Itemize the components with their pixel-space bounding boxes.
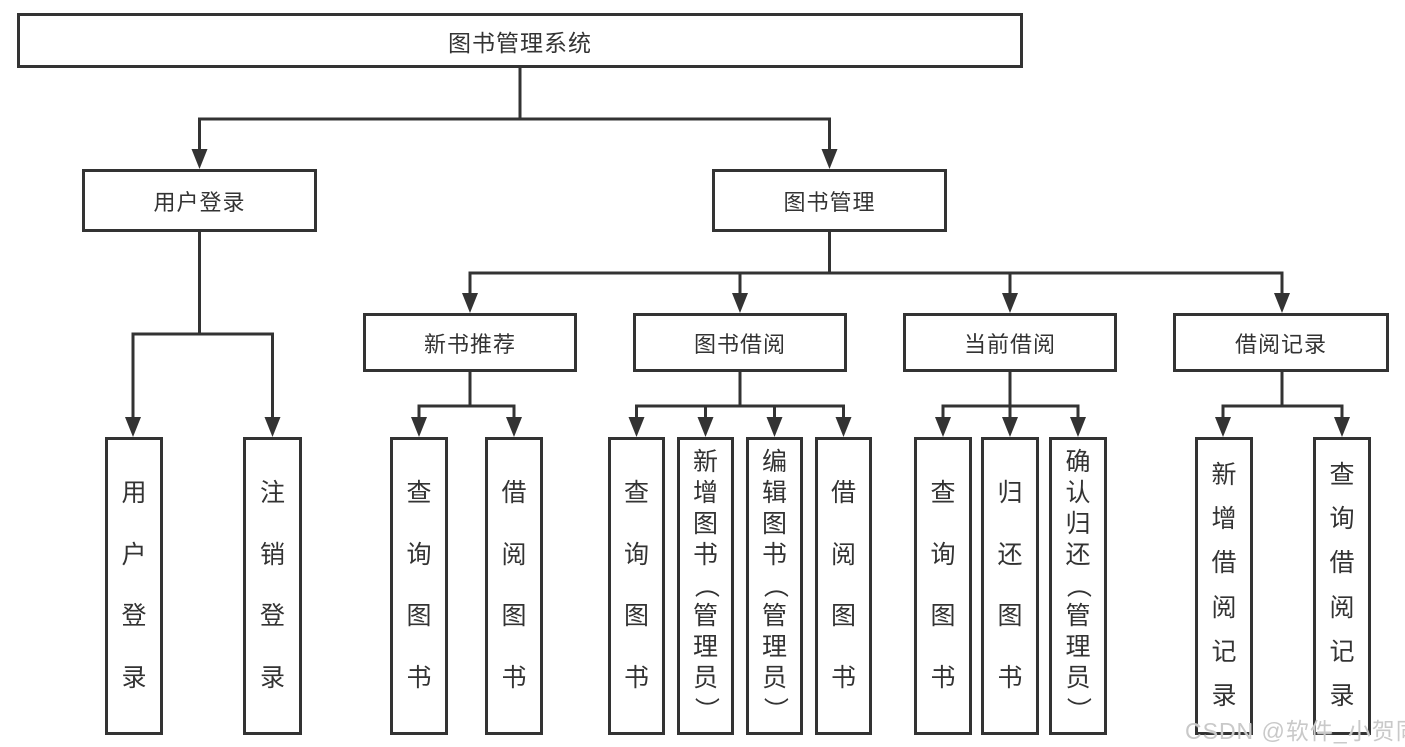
- arrowhead: [1002, 417, 1018, 437]
- arrowhead: [1070, 417, 1086, 437]
- arrowhead: [732, 293, 748, 313]
- node-book-management: 图书管理: [712, 169, 947, 232]
- arrowhead: [821, 149, 838, 169]
- arrowhead: [1334, 417, 1350, 437]
- node-leaf-add-borrow-record: 新增借阅记录: [1195, 437, 1253, 735]
- node-leaf-logout: 注销登录: [243, 437, 302, 735]
- connector-records-leaves: [1221, 370, 1344, 425]
- arrowhead: [191, 149, 208, 169]
- arrowhead: [411, 417, 427, 437]
- node-leaf-return-books: 归还图书: [981, 437, 1039, 735]
- node-borrowing-records: 借阅记录: [1173, 313, 1389, 372]
- connector-userlogin-leaves: [131, 230, 274, 423]
- arrowhead: [264, 417, 281, 437]
- node-new-book-recommendation: 新书推荐: [363, 313, 577, 372]
- arrowhead: [462, 293, 478, 313]
- connector-bookmgmt-level3: [468, 230, 1284, 299]
- node-leaf-edit-books-admin: 编辑图书（管理员）: [746, 437, 803, 735]
- arrowhead: [125, 417, 141, 437]
- arrowhead: [628, 417, 645, 437]
- arrowheads: [125, 149, 1350, 437]
- node-user-login: 用户登录: [82, 169, 317, 232]
- arrowhead: [1274, 293, 1290, 313]
- node-leaf-add-books-admin: 新增图书（管理员）: [677, 437, 734, 735]
- node-leaf-user-login: 用户登录: [105, 437, 163, 735]
- csdn-watermark: CSDN @软件_小贺同学: [1185, 718, 1405, 744]
- arrowhead: [835, 417, 852, 437]
- node-current-borrowing: 当前借阅: [903, 313, 1117, 372]
- connector-root-level2: [198, 66, 831, 155]
- node-book-borrowing: 图书借阅: [633, 313, 847, 372]
- arrowhead: [935, 417, 951, 437]
- arrowhead: [1215, 417, 1231, 437]
- node-leaf-query-borrow-record: 查询借阅记录: [1313, 437, 1371, 735]
- node-leaf-borrow-books-1: 借阅图书: [485, 437, 543, 735]
- arrowhead: [766, 417, 783, 437]
- node-leaf-query-books-2: 查询图书: [608, 437, 665, 735]
- node-leaf-query-books-1: 查询图书: [390, 437, 448, 735]
- node-leaf-query-books-3: 查询图书: [914, 437, 972, 735]
- arrowhead: [1002, 293, 1018, 313]
- connector-currentborrow-leaves: [941, 370, 1080, 425]
- node-leaf-confirm-return-admin: 确认归还（管理员）: [1049, 437, 1107, 735]
- arrowhead: [697, 417, 714, 437]
- node-root-system: 图书管理系统: [17, 13, 1023, 68]
- connector-bookborrow-leaves: [635, 370, 845, 425]
- arrowhead: [506, 417, 522, 437]
- connector-newbooks-leaves: [417, 370, 516, 425]
- node-leaf-borrow-books-2: 借阅图书: [815, 437, 872, 735]
